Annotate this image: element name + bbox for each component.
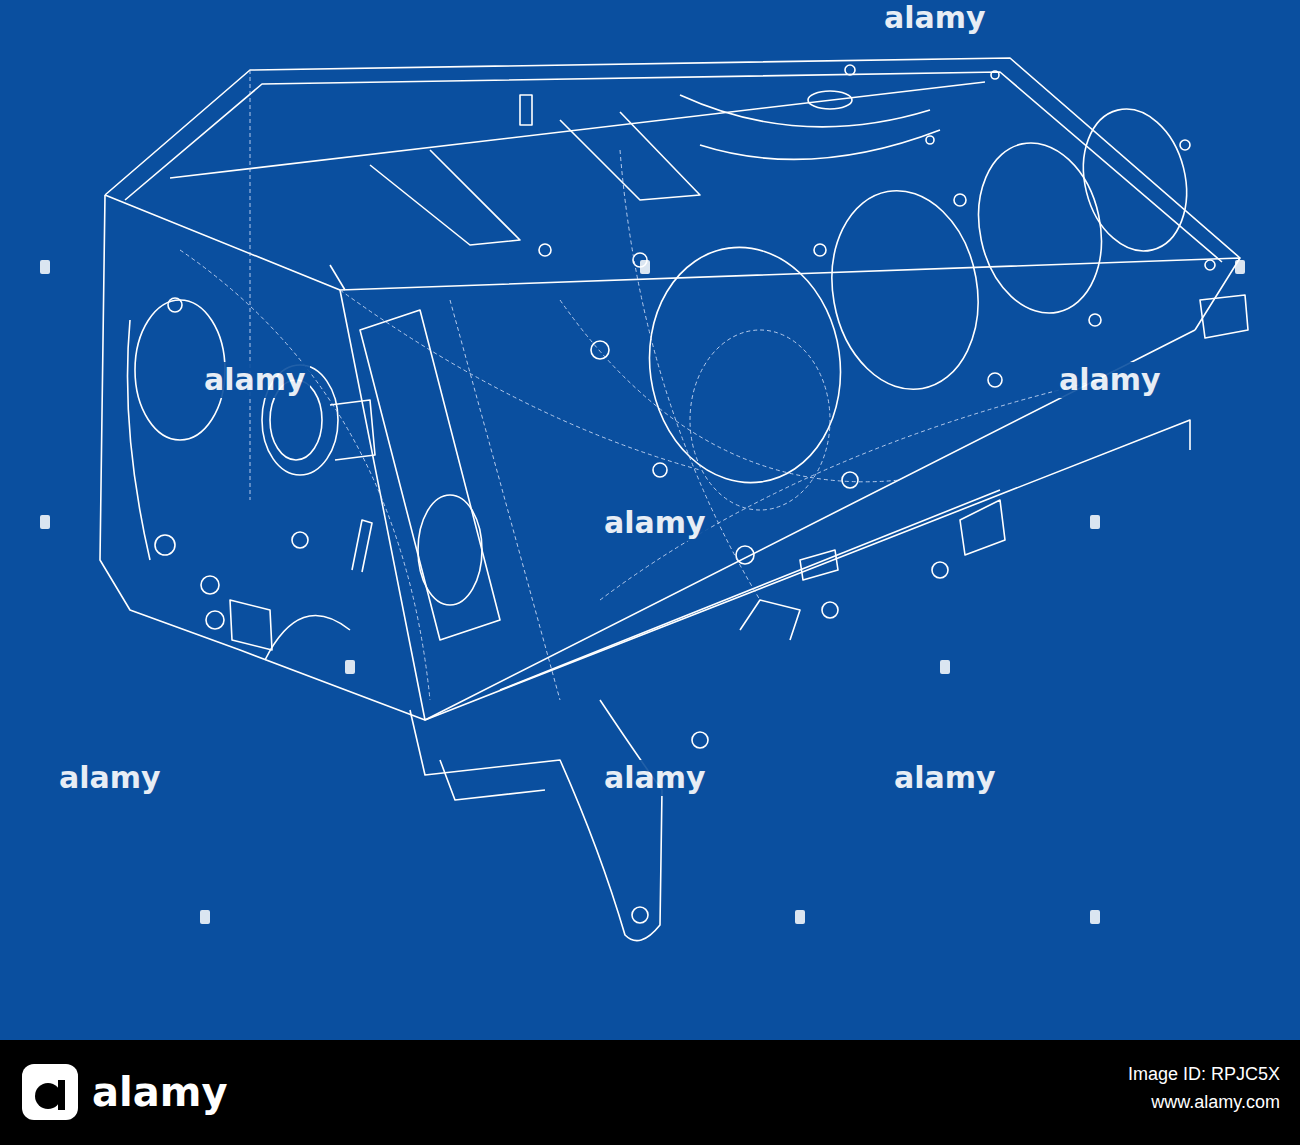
image-id: Image ID: RPJC5X xyxy=(1128,1062,1280,1086)
watermark: alamy xyxy=(890,760,1000,796)
watermark: alamy xyxy=(600,760,710,796)
watermark: alamy xyxy=(880,0,990,36)
watermark: alamy xyxy=(55,760,165,796)
watermark: alamy xyxy=(200,362,310,398)
watermark: alamy xyxy=(1055,362,1165,398)
watermark: alamy xyxy=(600,505,710,541)
logo-text: alamy xyxy=(92,1068,227,1116)
website: www.alamy.com xyxy=(1151,1090,1280,1114)
logo-mark xyxy=(20,1062,80,1122)
